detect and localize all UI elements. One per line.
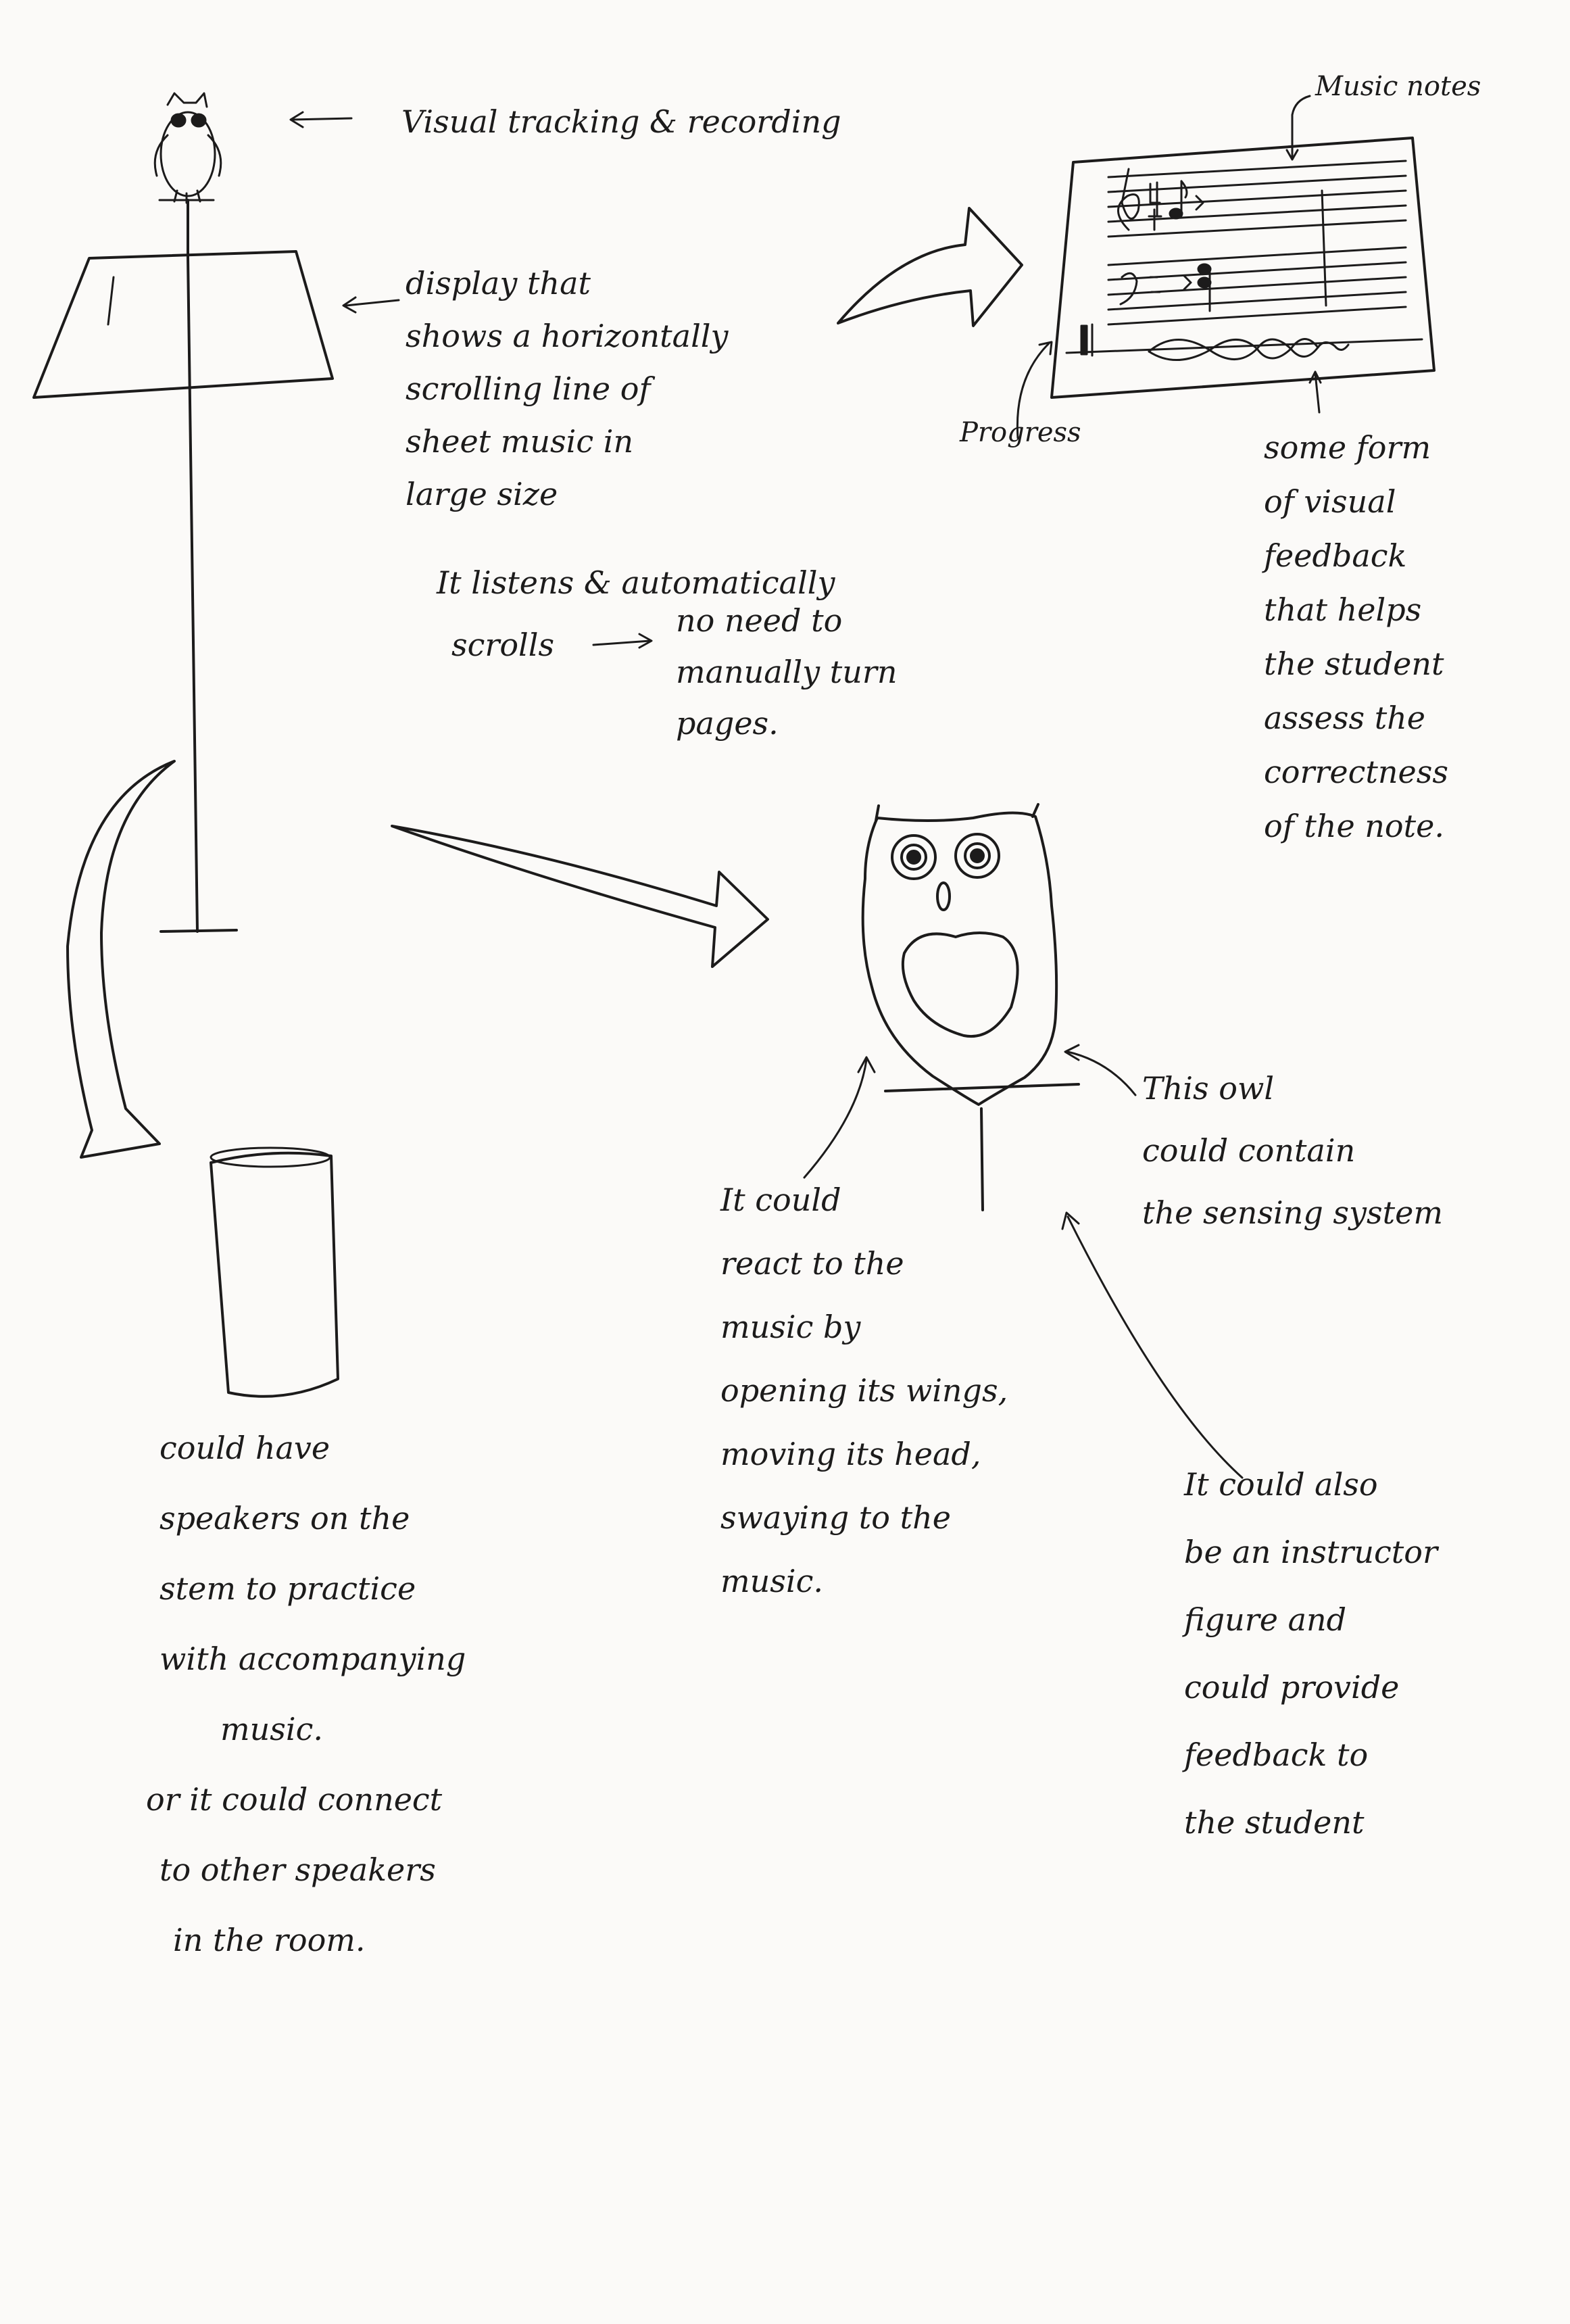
note-display-line: sheet music in: [406, 423, 634, 460]
speaker-mesh: [210, 1151, 339, 1398]
owl-right-eye: [954, 833, 1000, 879]
pointer-arrows: [289, 111, 653, 649]
small-owl-icon: [153, 92, 222, 204]
note-owl-react-line: swaying to the: [720, 1499, 951, 1536]
note-speakers-line: could have: [160, 1430, 330, 1466]
note-owl-react-line: opening its wings,: [720, 1372, 1008, 1409]
note-speakers-line: or it could connect: [146, 1781, 443, 1818]
note-feedback-line: the student: [1264, 646, 1444, 682]
music-stand-sketch: [32, 92, 334, 933]
note-speakers: could have speakers on the stem to pract…: [146, 1413, 466, 1975]
owl-body: [861, 811, 1058, 1106]
note-scrolls: scrolls: [451, 627, 555, 663]
stand-pole: [187, 256, 199, 933]
note-visual-tracking: Visual tracking & recording: [401, 103, 841, 140]
owl-stem: [980, 1107, 984, 1211]
note-feedback-line: assess the: [1264, 700, 1426, 736]
note-listens: It listens & automatically: [437, 564, 835, 601]
note-speakers-line: music.: [220, 1711, 323, 1747]
note-owl-react-line: music by: [720, 1309, 861, 1345]
note-feedback-line: that helps: [1264, 591, 1422, 628]
note-feedback-line: correctness: [1264, 754, 1448, 790]
note-instructor-line: could provide: [1184, 1669, 1400, 1705]
owl-perch: [884, 1083, 1080, 1092]
note-owl-react-line: moving its head,: [720, 1436, 981, 1472]
arrow-to-speaker-icon: [66, 760, 176, 1159]
note-visual-feedback: some form of visual feedback that helps …: [1264, 420, 1448, 853]
note-speakers-line: in the room.: [173, 1922, 366, 1958]
stand-base: [160, 929, 238, 933]
owl-left-eye: [891, 834, 937, 880]
note-no-need-line: manually turn: [676, 654, 898, 690]
note-display: display that shows a horizontally scroll…: [406, 257, 728, 521]
note-display-line: scrolling line of: [406, 370, 651, 407]
note-owl-contain: This owl could contain the sensing syste…: [1142, 1057, 1443, 1244]
note-speakers-line: with accompanying: [160, 1641, 466, 1677]
note-feedback-line: some form: [1264, 429, 1431, 466]
note-no-need: no need to manually turn pages.: [676, 595, 897, 749]
owl-pointer-arrows: [803, 1044, 1244, 1479]
note-display-line: large size: [406, 476, 558, 512]
note-feedback-line: feedback: [1264, 537, 1407, 574]
arrow-to-screen-icon: [837, 207, 1023, 327]
note-owl-react: It could react to the music by opening i…: [720, 1168, 1008, 1613]
stand-display-shape: [32, 250, 334, 399]
note-speakers-line: to other speakers: [160, 1851, 436, 1888]
screen-sketch: [1016, 95, 1436, 439]
note-owl-react-line: react to the: [720, 1245, 904, 1282]
note-no-need-line: pages.: [676, 705, 779, 742]
note-instructor-line: figure and: [1184, 1601, 1347, 1638]
note-speakers-line: stem to practice: [160, 1570, 416, 1607]
owl-figure-sketch: [861, 803, 1080, 1211]
note-instructor: It could also be an instructor figure an…: [1184, 1451, 1438, 1856]
note-feedback-line: of the note.: [1264, 808, 1444, 844]
note-owl-contain-line: This owl: [1142, 1070, 1275, 1107]
note-owl-contain-line: could contain: [1142, 1132, 1356, 1169]
note-display-line: display that: [406, 265, 591, 301]
note-instructor-line: the student: [1184, 1804, 1365, 1841]
note-progress: Progress: [960, 417, 1081, 448]
note-no-need-line: no need to: [676, 602, 843, 639]
note-owl-contain-line: the sensing system: [1142, 1194, 1443, 1231]
music-notes-icon: [1117, 168, 1212, 312]
note-instructor-line: It could also: [1184, 1466, 1378, 1503]
progress-bar-icon: [1065, 323, 1423, 361]
owl-belly: [901, 931, 1019, 1038]
note-feedback-line: of visual: [1264, 483, 1396, 520]
note-display-line: shows a horizontally: [406, 318, 729, 354]
note-music-notes: Music notes: [1315, 71, 1481, 102]
note-owl-react-line: music.: [720, 1563, 823, 1599]
note-owl-react-line: It could: [720, 1182, 841, 1218]
note-speakers-line: speakers on the: [160, 1500, 410, 1536]
note-instructor-line: feedback to: [1184, 1737, 1369, 1773]
speaker-sketch: [210, 1146, 339, 1398]
owl-beak: [936, 881, 951, 911]
note-instructor-line: be an instructor: [1184, 1534, 1438, 1570]
arrow-to-owl-icon: [391, 825, 769, 968]
